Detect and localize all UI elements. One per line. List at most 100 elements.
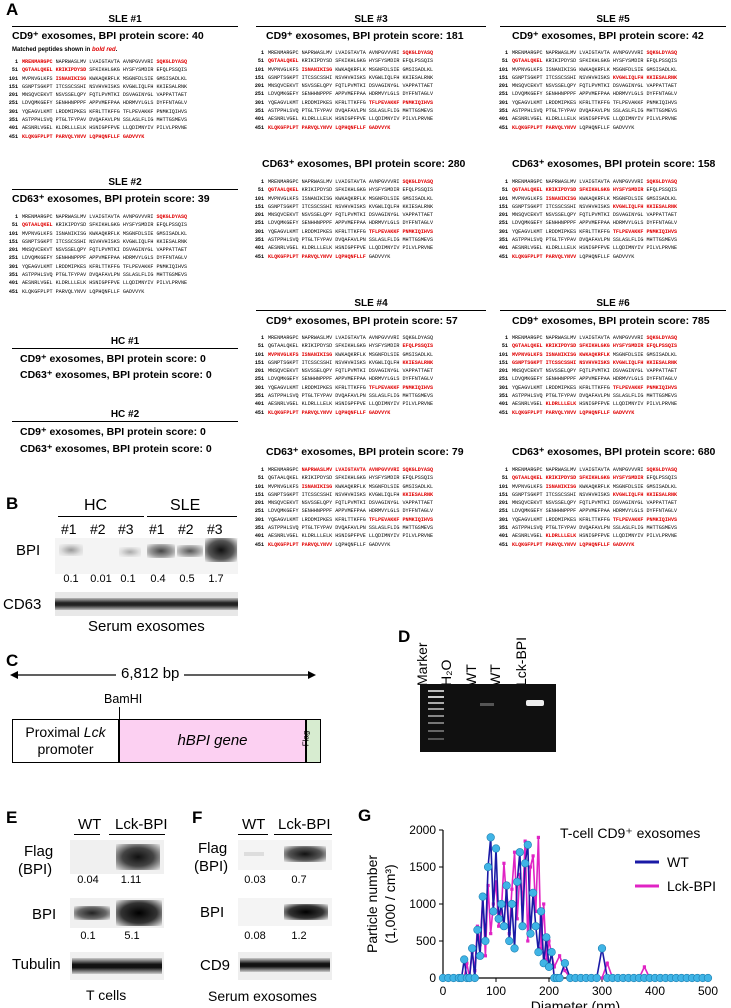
d-lane-lckbpi: Lck-BPI — [513, 636, 529, 686]
c-gene-box: hBPI gene — [119, 719, 306, 763]
hc2-cd9-score: CD9⁺ exosomes, BPI protein score: 0 — [20, 426, 206, 438]
c-promoter-c: promoter — [37, 741, 94, 757]
data-point-wt — [486, 833, 495, 842]
f-row-flag-b: (BPI) — [194, 858, 229, 875]
data-point-wt — [544, 962, 554, 971]
data-point-wt — [536, 907, 546, 916]
data-point-wt — [515, 848, 524, 857]
data-point-wt — [481, 936, 490, 946]
data-point-wt — [529, 888, 538, 897]
b-val-2: 0.01 — [90, 573, 112, 585]
x-tick-label: 0 — [440, 984, 447, 998]
data-point-lck-bpi — [600, 976, 604, 980]
data-point-wt — [521, 859, 530, 868]
data-point-wt — [518, 922, 527, 931]
hc-group-line — [58, 516, 144, 517]
c-promoter-b: Lck — [83, 724, 106, 740]
data-point-lck-bpi — [528, 865, 533, 869]
c-gene-label: hBPI gene — [177, 732, 248, 749]
data-point-wt — [597, 944, 607, 953]
data-point-wt — [513, 877, 522, 886]
lane-1: #1 — [61, 521, 77, 537]
y-tick-label: 2000 — [409, 823, 436, 837]
d-gel — [420, 684, 556, 752]
d-lane-marker: Marker — [414, 642, 430, 686]
sle6-score-cd63: CD63⁺ exosomes, BPI protein score: 680 — [512, 446, 716, 458]
b-row-cd63: CD63 — [3, 596, 42, 613]
chart-title: T-cell CD9⁺ exosomes — [560, 825, 700, 841]
data-point-lck-bpi — [465, 961, 469, 965]
sle3-score-cd9: CD9⁺ exosomes, BPI protein score: 181 — [266, 30, 464, 42]
lane-4: #1 — [149, 521, 165, 537]
data-point-wt — [542, 933, 551, 942]
sle2-score-cd63: CD63⁺ exosomes, BPI protein score: 39 — [12, 193, 210, 205]
sle5-score-cd63: CD63⁺ exosomes, BPI protein score: 158 — [512, 158, 716, 170]
data-point-wt — [534, 948, 543, 957]
b-blot-bpi — [55, 538, 238, 574]
e-col-wt: WT — [78, 816, 102, 833]
sle4-header: SLE #4 — [256, 298, 486, 311]
f-row-bpi: BPI — [200, 904, 225, 921]
data-point-lck-bpi — [542, 902, 546, 906]
sle1-header: SLE #1 — [12, 14, 238, 27]
data-point-wt — [510, 944, 519, 953]
data-point-wt — [468, 944, 477, 953]
sle-group-label: SLE — [170, 497, 201, 514]
panel-label-g: G — [358, 806, 372, 825]
e-row-flag-a: Flag — [24, 843, 54, 860]
f-line-wt — [238, 834, 268, 835]
data-point-wt — [507, 899, 516, 909]
c-bamhi-label: BamHI — [104, 692, 143, 706]
b-val-5: 0.5 — [179, 573, 195, 585]
data-point-lck-bpi — [539, 946, 543, 950]
data-point-lck-bpi — [515, 917, 519, 921]
d-lane-wt2: WT — [487, 664, 503, 686]
data-point-lck-bpi — [642, 965, 646, 969]
b-blot-cd63 — [55, 592, 238, 616]
data-point-wt — [505, 936, 514, 946]
x-tick-label: 400 — [645, 984, 665, 998]
b-val-4: 0.4 — [150, 573, 166, 585]
panel-label-a: A — [6, 0, 19, 19]
sle4-score-cd9: CD9⁺ exosomes, BPI protein score: 57 — [266, 315, 458, 327]
data-point-wt — [478, 892, 487, 901]
sle6-score-cd9: CD9⁺ exosomes, BPI protein score: 785 — [512, 315, 710, 327]
y-tick-label: 1000 — [409, 897, 436, 911]
